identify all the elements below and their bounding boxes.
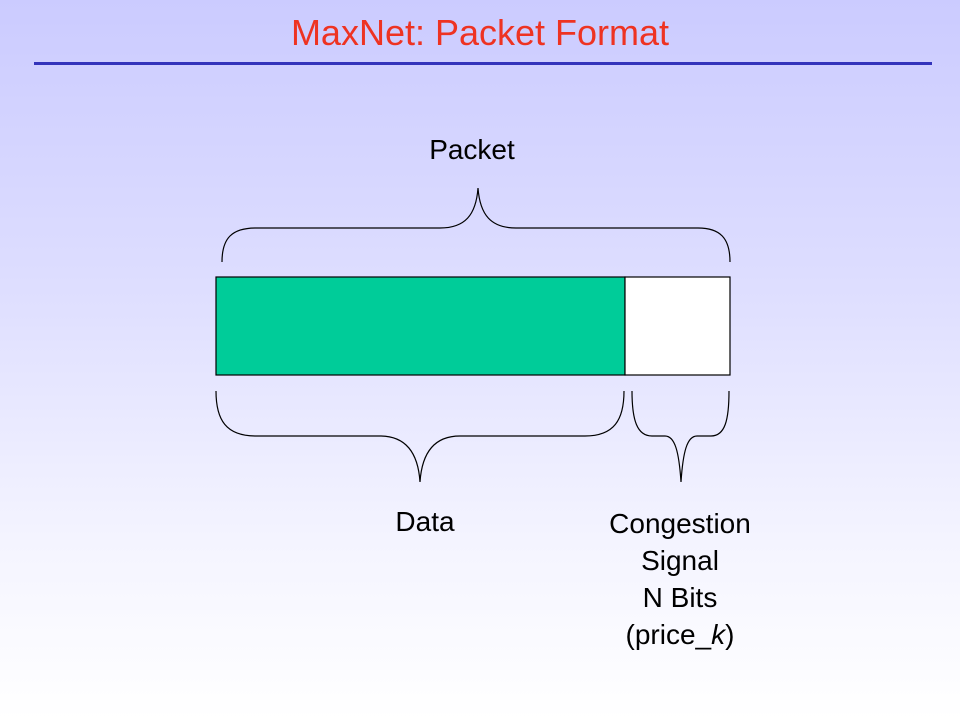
- congestion-signal-field: [624, 276, 731, 376]
- bits-line: N Bits: [642, 582, 718, 613]
- packet-brace: [221, 187, 731, 263]
- data-field: [215, 276, 626, 376]
- price-prefix: (price_: [625, 619, 712, 650]
- data-brace: [215, 390, 625, 483]
- signal-brace: [631, 390, 730, 483]
- price-suffix: ): [725, 619, 735, 650]
- congestion-signal-label: Congestion Signal N Bits (price_k): [560, 505, 800, 653]
- signal-line: Signal: [641, 545, 719, 576]
- title-underline: [34, 62, 932, 65]
- congestion-line: Congestion: [609, 508, 751, 539]
- data-label: Data: [395, 506, 455, 537]
- slide-title: MaxNet: Packet Format: [290, 12, 670, 53]
- packet-label: Packet: [429, 134, 515, 165]
- price-variable: k: [711, 619, 726, 650]
- price-line: (price_k): [560, 616, 800, 653]
